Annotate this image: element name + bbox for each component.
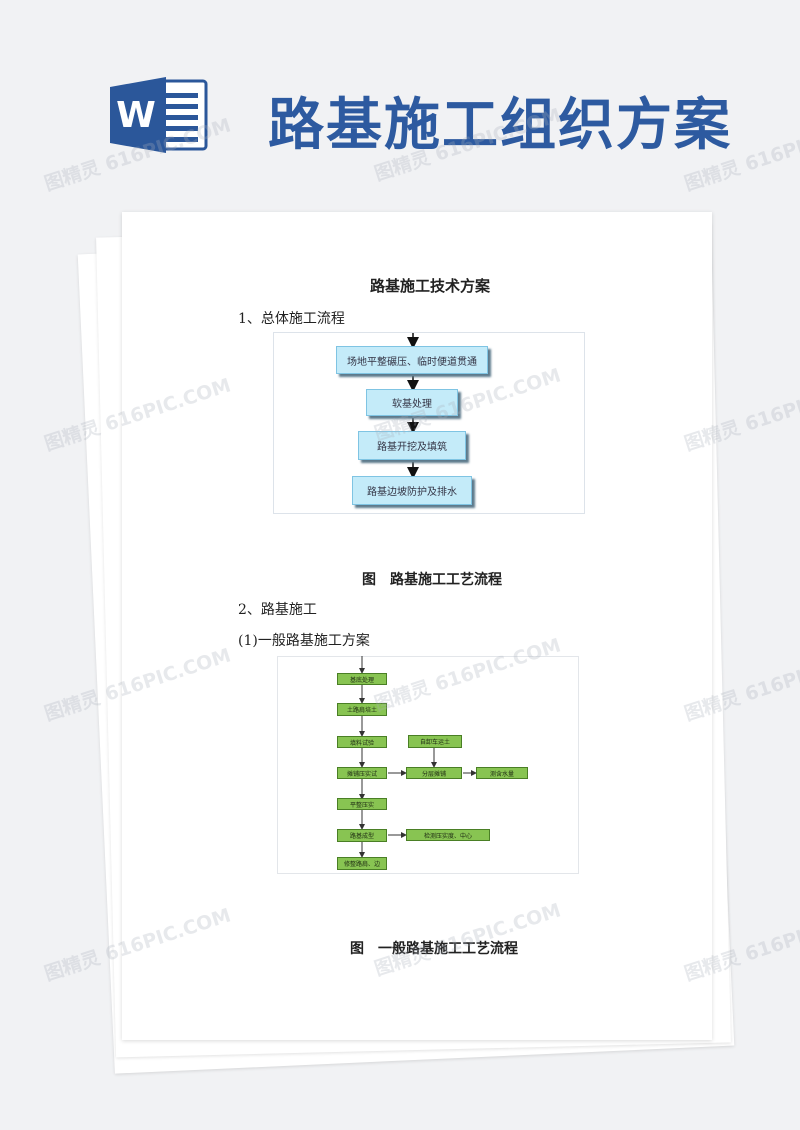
header-banner: W 路基施工组织方案: [0, 0, 800, 200]
flow1-step: 场地平整碾压、临时便道贯通: [336, 346, 488, 374]
flow2-side-step: 分层摊铺: [406, 767, 462, 779]
section-heading-1: 1、总体施工流程: [238, 311, 345, 327]
main-heading: 路基施工技术方案: [370, 277, 491, 295]
figure-caption-2: 图 一般路基施工工艺流程: [350, 941, 518, 957]
word-icon: W: [110, 75, 210, 155]
flow2-step: 平整压实: [337, 798, 387, 810]
flow2-step: 修整路肩、边: [337, 857, 387, 870]
flow2-side-step: 检测压实度、中心: [406, 829, 490, 841]
flow2-step: 土路肩培土: [337, 703, 387, 716]
flow1-step: 路基开挖及填筑: [358, 431, 466, 460]
flow1-step: 路基边坡防护及排水: [352, 476, 472, 505]
flow2-side-step: 测含水量: [476, 767, 528, 779]
flow2-step: 基底处理: [337, 673, 387, 685]
document-title: 路基施工组织方案: [268, 93, 732, 158]
flow2-side-step: 自卸车运土: [408, 735, 462, 748]
figure-caption-1: 图 路基施工工艺流程: [362, 572, 502, 588]
flow2-step: 摊铺压实试: [337, 767, 387, 779]
word-icon-letter: W: [116, 95, 156, 136]
subsection-heading: (1)一般路基施工方案: [238, 633, 370, 649]
flow2-step: 路基成型: [337, 829, 387, 842]
section-heading-2: 2、路基施工: [238, 602, 317, 618]
flow1-step: 软基处理: [366, 389, 458, 416]
flow2-step: 填料试验: [337, 736, 387, 748]
